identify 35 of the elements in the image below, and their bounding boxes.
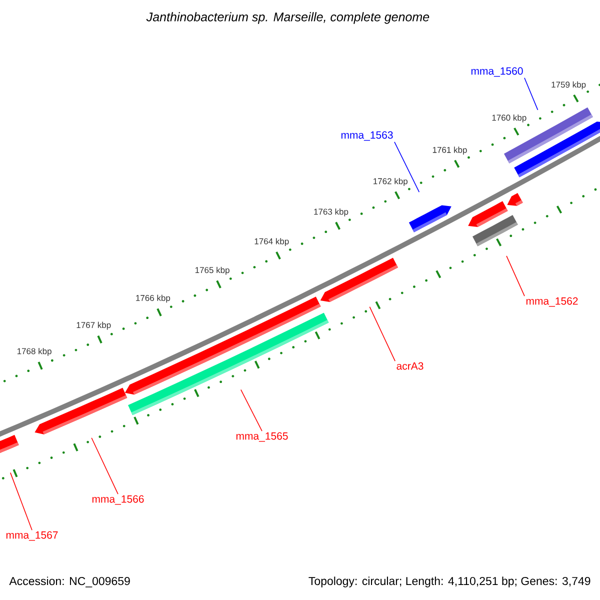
tick-label: 1759 kbp bbox=[552, 81, 586, 90]
gene-bar bbox=[128, 312, 329, 416]
gene-label: mma_1560 bbox=[471, 67, 523, 77]
leader-line bbox=[369, 306, 396, 362]
tick-label: 1761 kbp bbox=[432, 146, 467, 155]
gene-bar bbox=[320, 258, 398, 302]
title: Janthinobacterium sp. Marseille, complete genome bbox=[146, 12, 430, 24]
tick-label: 1766 kbp bbox=[136, 294, 170, 303]
gene-bar bbox=[514, 122, 600, 178]
tick-label: 1765 kbp bbox=[195, 266, 230, 275]
gene-label: acrA3 bbox=[396, 362, 424, 370]
accession-note: Accession: NC_009659 bbox=[9, 576, 130, 588]
genome-stats-note: Topology: circular; Length: 4,110,251 bp; Genes: 3,749 bbox=[308, 576, 590, 588]
leader-line bbox=[524, 78, 538, 110]
leader-line bbox=[91, 438, 118, 494]
gene-label: mma_1567 bbox=[6, 531, 58, 541]
gene-bar bbox=[408, 205, 452, 232]
tick-label: 1768 kbp bbox=[17, 348, 52, 356]
tick-label: 1763 kbp bbox=[314, 208, 348, 216]
gene-label: mma_1563 bbox=[341, 131, 393, 141]
leader-line bbox=[10, 472, 32, 530]
leader-line bbox=[506, 256, 525, 296]
gene-label: mma_1566 bbox=[92, 495, 144, 505]
gene-bar bbox=[34, 388, 128, 434]
gene-bar bbox=[0, 434, 19, 456]
leader-line bbox=[394, 142, 420, 192]
gene-label: mma_1565 bbox=[236, 432, 288, 442]
gene-bar bbox=[472, 215, 518, 246]
leader-line bbox=[240, 389, 262, 432]
gene-bar bbox=[507, 193, 523, 206]
gene-label: mma_1562 bbox=[526, 297, 578, 307]
tick-label: 1764 kbp bbox=[254, 238, 289, 246]
tick-label: 1767 kbp bbox=[76, 322, 111, 330]
tick-label: 1762 kbp bbox=[374, 178, 408, 186]
tick-label: 1760 kbp bbox=[492, 114, 526, 122]
